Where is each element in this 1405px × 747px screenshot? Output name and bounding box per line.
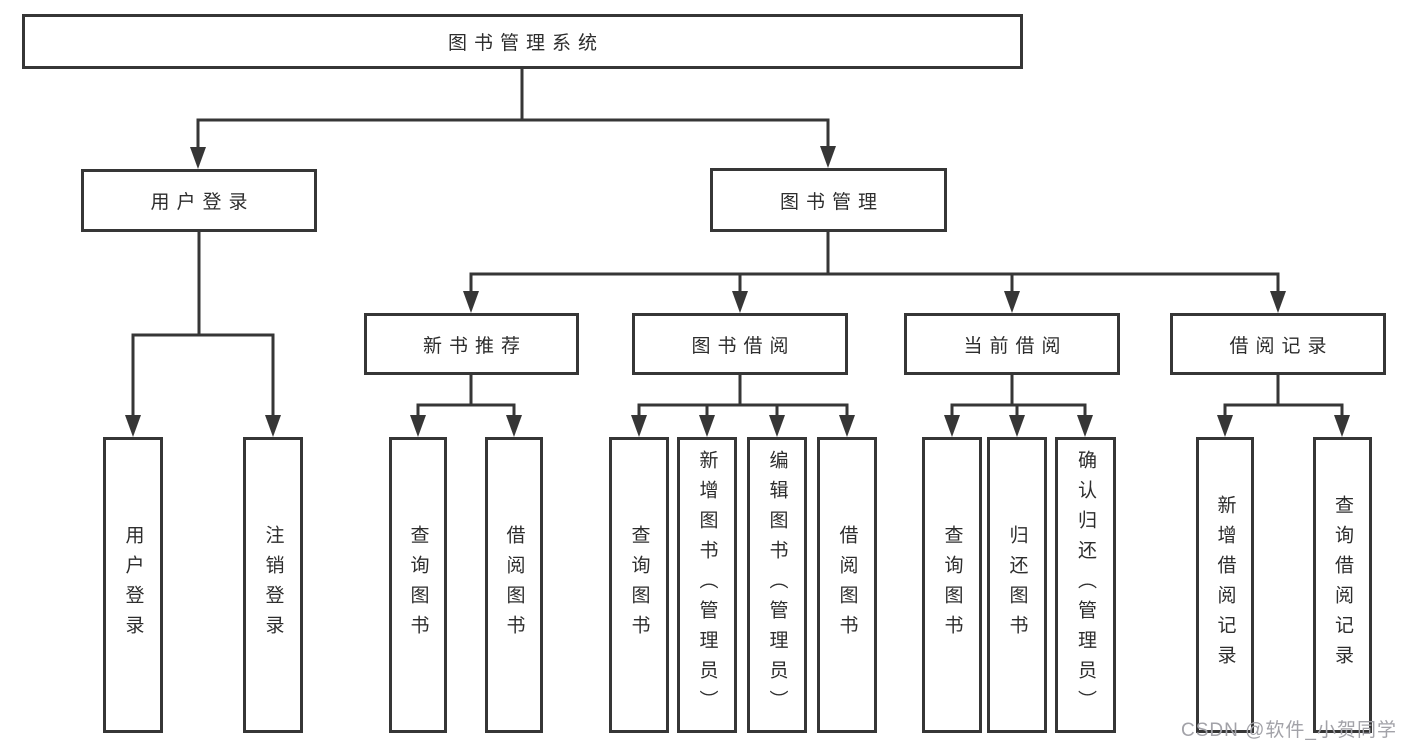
leaf-recommend-borrow-book: 借阅图书 <box>485 437 543 733</box>
leaf-current-confirm-return-admin: 确认归还（管理员） <box>1055 437 1116 733</box>
leaf-current-query-book-label: 查询图书 <box>941 525 963 645</box>
node-user-login-label: 用户登录 <box>150 192 255 213</box>
leaf-borrow-borrow-book: 借阅图书 <box>817 437 877 733</box>
leaf-current-return-book: 归还图书 <box>987 437 1047 733</box>
leaf-records-add-record-label: 新增借阅记录 <box>1214 495 1236 675</box>
edge-root-to-level2 <box>196 67 830 154</box>
node-book-borrowing-label: 图书借阅 <box>691 335 796 357</box>
leaf-borrow-add-book-admin: 新增图书（管理员） <box>677 437 737 733</box>
leaf-borrow-query-book-label: 查询图书 <box>628 525 650 645</box>
node-current-borrowing: 当前借阅 <box>904 313 1120 375</box>
node-current-borrowing-label: 当前借阅 <box>963 335 1068 357</box>
node-book-management-label: 图书管理 <box>779 191 884 213</box>
leaf-current-return-book-label: 归还图书 <box>1006 525 1028 645</box>
leaf-borrow-add-book-admin-label: 新增图书（管理员） <box>696 450 718 720</box>
edge-mgmt-to-level3 <box>469 230 1280 298</box>
edge-borrow-to-leaves <box>637 373 849 422</box>
leaf-current-query-book: 查询图书 <box>922 437 982 733</box>
leaf-records-query-record-label: 查询借阅记录 <box>1332 495 1353 675</box>
leaf-records-query-record: 查询借阅记录 <box>1313 437 1372 733</box>
edge-records-to-leaves <box>1223 373 1344 422</box>
leaf-user-login-label: 用户登录 <box>122 525 144 645</box>
edge-recommend-to-leaves <box>416 373 516 422</box>
node-user-login: 用户登录 <box>81 169 317 232</box>
node-root-system: 图书管理系统 <box>22 14 1023 69</box>
leaf-current-confirm-return-admin-label: 确认归还（管理员） <box>1075 450 1096 720</box>
leaf-recommend-borrow-book-label: 借阅图书 <box>503 525 525 645</box>
csdn-watermark: CSDN @软件_小贺同学 <box>1181 720 1397 741</box>
node-book-management: 图书管理 <box>710 168 947 232</box>
leaf-records-add-record: 新增借阅记录 <box>1196 437 1254 733</box>
edge-current-to-leaves <box>950 373 1087 422</box>
leaf-recommend-query-book-label: 查询图书 <box>407 525 429 645</box>
leaf-user-login: 用户登录 <box>103 437 163 733</box>
leaf-borrow-borrow-book-label: 借阅图书 <box>836 525 858 645</box>
node-new-book-recommend: 新书推荐 <box>364 313 579 375</box>
leaf-borrow-query-book: 查询图书 <box>609 437 669 733</box>
edge-login-to-leaves <box>131 230 275 422</box>
node-root-system-label: 图书管理系统 <box>447 33 604 54</box>
node-borrowing-records-label: 借阅记录 <box>1229 335 1334 357</box>
leaf-borrow-edit-book-admin-label: 编辑图书（管理员） <box>766 450 788 720</box>
leaf-logout-label: 注销登录 <box>262 525 284 645</box>
leaf-logout: 注销登录 <box>243 437 303 733</box>
leaf-recommend-query-book: 查询图书 <box>389 437 447 733</box>
leaf-borrow-edit-book-admin: 编辑图书（管理员） <box>747 437 807 733</box>
node-new-book-recommend-label: 新书推荐 <box>422 335 527 357</box>
node-borrowing-records: 借阅记录 <box>1170 313 1386 375</box>
node-book-borrowing: 图书借阅 <box>632 313 848 375</box>
